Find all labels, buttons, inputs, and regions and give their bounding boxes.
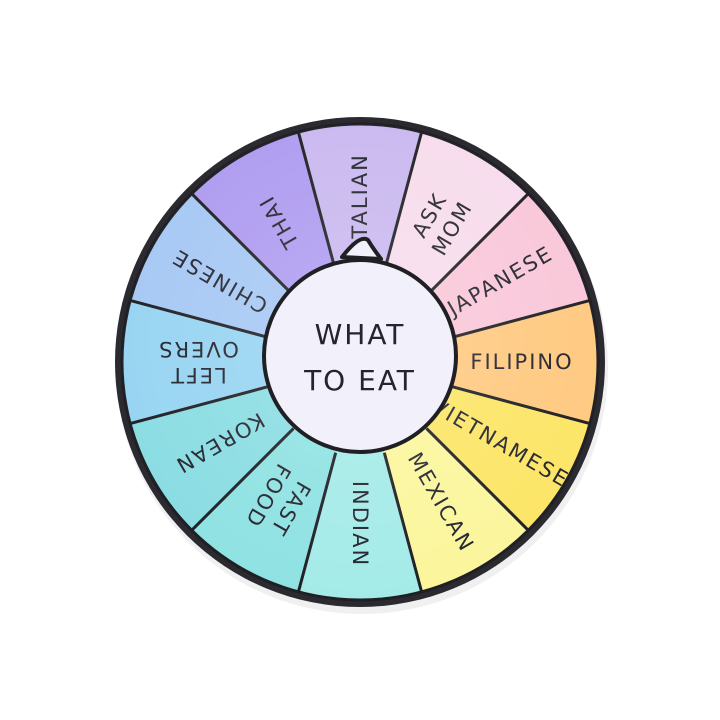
center-hub <box>262 258 458 454</box>
center-text-line1: WHAT <box>315 318 406 351</box>
center-pointer <box>340 236 383 261</box>
center-text-line2: TO EAT <box>303 364 416 397</box>
